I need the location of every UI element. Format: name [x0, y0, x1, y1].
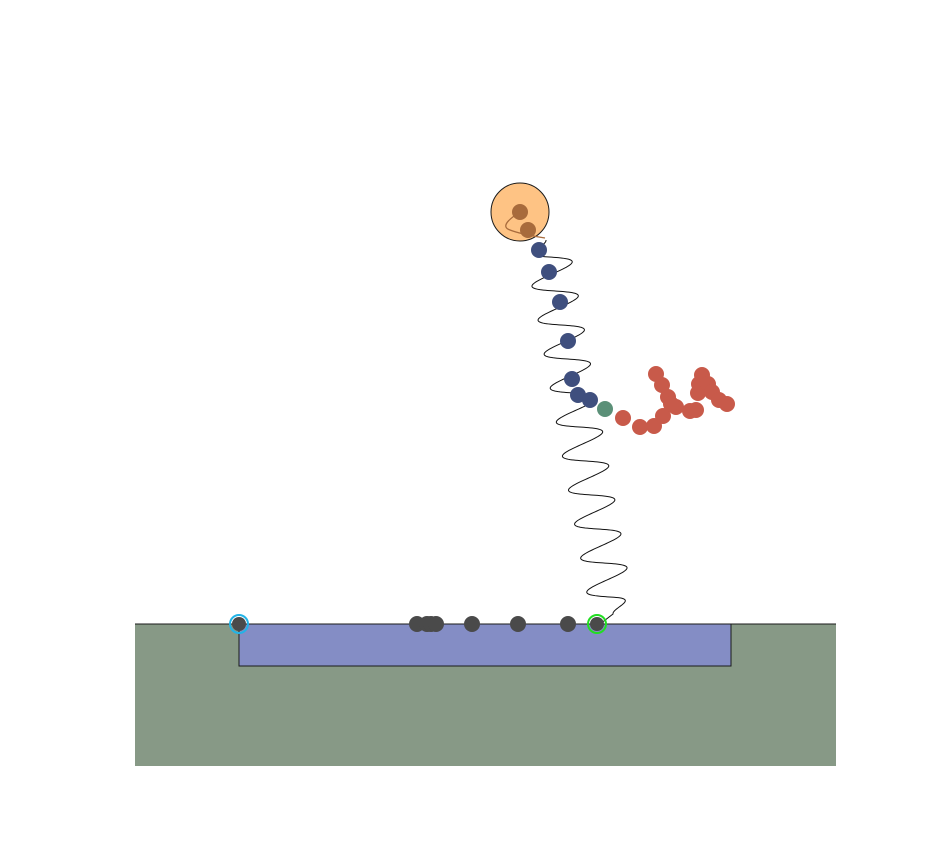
spine-dot[interactable] — [552, 294, 568, 310]
spine-dot[interactable] — [582, 392, 598, 408]
shoulder-joint[interactable] — [597, 401, 613, 417]
arm-dot[interactable] — [648, 366, 664, 382]
head-dot-top[interactable] — [512, 204, 528, 220]
arm-dot[interactable] — [719, 396, 735, 412]
ring-anchor-icon — [229, 614, 249, 634]
arm-chain — [615, 366, 735, 435]
base-dot[interactable] — [428, 616, 444, 632]
spine-segments — [531, 242, 598, 408]
base-dot[interactable] — [464, 616, 480, 632]
base-dot[interactable] — [510, 616, 526, 632]
left-anchor-dot — [232, 617, 246, 631]
arm-dot[interactable] — [663, 396, 679, 412]
right-anchor-dot — [590, 617, 604, 631]
left-anchor[interactable] — [229, 614, 249, 634]
ring-anchor-icon — [587, 614, 607, 634]
spring-coil-icon — [531, 239, 628, 625]
arm-dot[interactable] — [655, 408, 671, 424]
spine-dot[interactable] — [541, 264, 557, 280]
arm-dot[interactable] — [632, 419, 648, 435]
spine-dot[interactable] — [531, 242, 547, 258]
arm-dot[interactable] — [688, 402, 704, 418]
right-anchor[interactable] — [587, 614, 607, 634]
platform — [238, 623, 732, 667]
base-track-points — [409, 616, 576, 632]
spine-dot[interactable] — [564, 371, 580, 387]
spine-dot[interactable] — [570, 387, 586, 403]
base-dot[interactable] — [560, 616, 576, 632]
spine-dot[interactable] — [560, 333, 576, 349]
head-dot-bottom[interactable] — [520, 222, 536, 238]
arm-dot[interactable] — [615, 410, 631, 426]
